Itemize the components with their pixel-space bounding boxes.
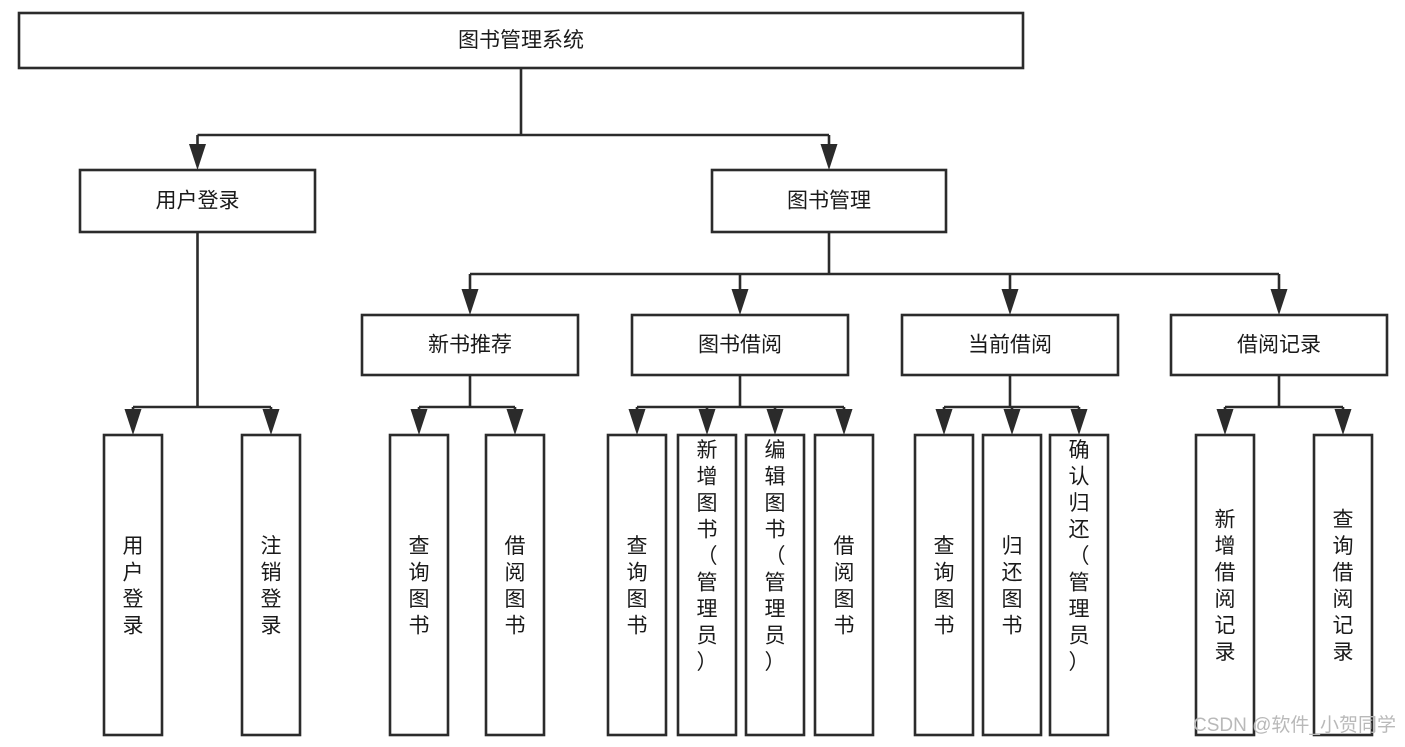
connector-group [1216, 375, 1352, 435]
node-box-leaf-confirm-return-admin[interactable] [1048, 433, 1110, 737]
node-box-leaf-logout[interactable] [240, 433, 302, 737]
node-label-current-borrow: 当前借阅 [968, 334, 1052, 357]
arrow-head-icon [124, 409, 142, 435]
node-label-leaf-add-book-admin: 新增图书（管理员） [697, 439, 718, 674]
node-box-leaf-user-login[interactable] [102, 433, 164, 737]
arrow-head-icon [1216, 409, 1234, 435]
connector-layer [124, 68, 1352, 435]
node-box-leaf-borrow-book[interactable] [813, 433, 875, 737]
node-label-user-login: 用户登录 [156, 190, 240, 213]
node-label-leaf-query-borrow-record: 查询借阅记录 [1333, 509, 1354, 665]
node-label-new-book-recommend: 新书推荐 [428, 334, 512, 357]
arrow-head-icon [628, 409, 646, 435]
node-book-manage[interactable]: 图书管理 [710, 168, 948, 234]
node-leaf-query-book-borrow[interactable]: 查询图书 [606, 433, 668, 737]
node-label-leaf-confirm-return-admin: 确认归还（管理员） [1069, 439, 1090, 674]
node-leaf-add-book-admin[interactable]: 新增图书（管理员） [676, 433, 738, 737]
node-leaf-query-borrow-record[interactable]: 查询借阅记录 [1312, 433, 1374, 737]
arrow-head-icon [1070, 409, 1088, 435]
node-leaf-user-login[interactable]: 用户登录 [102, 433, 164, 737]
node-label-leaf-borrow-book: 借阅图书 [834, 535, 855, 638]
node-leaf-borrow-book[interactable]: 借阅图书 [813, 433, 875, 737]
node-box-book-manage[interactable] [710, 168, 948, 234]
arrow-head-icon [1003, 409, 1021, 435]
node-label-leaf-logout: 注销登录 [261, 535, 282, 638]
node-box-leaf-query-borrow-record[interactable] [1312, 433, 1374, 737]
connector-group [935, 375, 1088, 435]
arrow-head-icon [1334, 409, 1352, 435]
connector-group [189, 68, 838, 170]
node-leaf-return-book[interactable]: 归还图书 [981, 433, 1043, 737]
arrow-head-icon [835, 409, 853, 435]
node-box-leaf-query-book-cur[interactable] [913, 433, 975, 737]
connector-group [410, 375, 524, 435]
arrow-head-icon [820, 144, 838, 170]
arrow-head-icon [935, 409, 953, 435]
node-label-leaf-add-borrow-record: 新增借阅记录 [1215, 509, 1236, 665]
arrow-head-icon [506, 409, 524, 435]
connector-group [628, 375, 853, 435]
connector-group [124, 232, 280, 435]
node-box-leaf-add-book-admin[interactable] [676, 433, 738, 737]
node-leaf-borrow-book-rec[interactable]: 借阅图书 [484, 433, 546, 737]
node-leaf-query-book-rec[interactable]: 查询图书 [388, 433, 450, 737]
arrow-head-icon [731, 289, 749, 315]
node-box-book-borrow[interactable] [630, 313, 850, 377]
node-user-login[interactable]: 用户登录 [78, 168, 317, 234]
node-box-root[interactable] [17, 11, 1025, 70]
node-label-leaf-query-book-borrow: 查询图书 [627, 535, 648, 638]
node-label-borrow-record: 借阅记录 [1237, 334, 1321, 357]
node-label-leaf-return-book: 归还图书 [1002, 535, 1023, 638]
arrow-head-icon [410, 409, 428, 435]
node-layer: 图书管理系统用户登录图书管理新书推荐图书借阅当前借阅借阅记录用户登录注销登录查询… [17, 11, 1389, 737]
node-leaf-logout[interactable]: 注销登录 [240, 433, 302, 737]
node-label-root: 图书管理系统 [458, 29, 584, 52]
node-book-borrow[interactable]: 图书借阅 [630, 313, 850, 377]
node-label-leaf-edit-book-admin: 编辑图书（管理员） [765, 439, 786, 674]
connector-group [461, 232, 1288, 315]
node-label-leaf-query-book-rec: 查询图书 [409, 535, 430, 638]
node-box-leaf-borrow-book-rec[interactable] [484, 433, 546, 737]
node-current-borrow[interactable]: 当前借阅 [900, 313, 1120, 377]
node-leaf-query-book-cur[interactable]: 查询图书 [913, 433, 975, 737]
node-leaf-edit-book-admin[interactable]: 编辑图书（管理员） [744, 433, 806, 737]
node-box-current-borrow[interactable] [900, 313, 1120, 377]
arrow-head-icon [766, 409, 784, 435]
arrow-head-icon [698, 409, 716, 435]
node-leaf-confirm-return-admin[interactable]: 确认归还（管理员） [1048, 433, 1110, 737]
node-box-leaf-query-book-borrow[interactable] [606, 433, 668, 737]
node-box-leaf-query-book-rec[interactable] [388, 433, 450, 737]
node-label-leaf-borrow-book-rec: 借阅图书 [505, 535, 526, 638]
node-label-leaf-query-book-cur: 查询图书 [934, 535, 955, 638]
arrow-head-icon [1270, 289, 1288, 315]
node-box-user-login[interactable] [78, 168, 317, 234]
node-label-book-manage: 图书管理 [787, 190, 871, 213]
node-label-leaf-user-login: 用户登录 [123, 535, 144, 638]
node-label-book-borrow: 图书借阅 [698, 334, 782, 357]
node-leaf-add-borrow-record[interactable]: 新增借阅记录 [1194, 433, 1256, 737]
node-borrow-record[interactable]: 借阅记录 [1169, 313, 1389, 377]
node-root[interactable]: 图书管理系统 [17, 11, 1025, 70]
node-new-book-recommend[interactable]: 新书推荐 [360, 313, 580, 377]
csdn-watermark: CSDN @软件_小贺同学 [1193, 714, 1396, 736]
arrow-head-icon [461, 289, 479, 315]
node-box-leaf-edit-book-admin[interactable] [744, 433, 806, 737]
arrow-head-icon [262, 409, 280, 435]
node-box-leaf-add-borrow-record[interactable] [1194, 433, 1256, 737]
arrow-head-icon [189, 144, 206, 170]
node-box-new-book-recommend[interactable] [360, 313, 580, 377]
arrow-head-icon [1001, 289, 1019, 315]
node-box-leaf-return-book[interactable] [981, 433, 1043, 737]
node-box-borrow-record[interactable] [1169, 313, 1389, 377]
